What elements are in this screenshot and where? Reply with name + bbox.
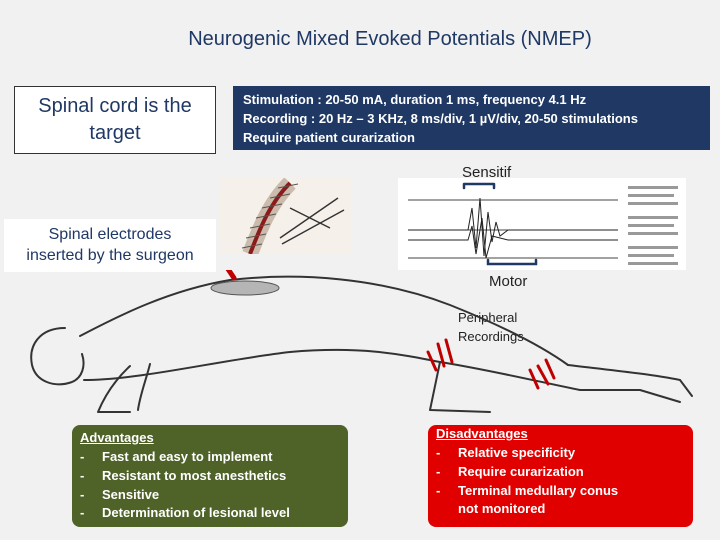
recording-params: Recording : 20 Hz – 3 KHz, 8 ms/div, 1 µ… bbox=[243, 110, 638, 126]
advantage-item: -Sensitive bbox=[80, 486, 340, 505]
disadvantages-heading: Disadvantages bbox=[436, 426, 528, 441]
electrodes-line-2: inserted by the surgeon bbox=[26, 246, 194, 264]
disadvantage-item: -Terminal medullary conus bbox=[436, 482, 685, 501]
target-line-1: Spinal cord is the bbox=[38, 95, 192, 117]
advantages-box: Advantages -Fast and easy to implement -… bbox=[72, 425, 348, 527]
parameters-box: Stimulation : 20-50 mA, duration 1 ms, f… bbox=[233, 86, 710, 150]
target-box: Spinal cord is the target bbox=[14, 86, 216, 154]
sensitif-label: Sensitif bbox=[462, 164, 512, 181]
advantages-heading: Advantages bbox=[80, 430, 154, 445]
stimulation-params: Stimulation : 20-50 mA, duration 1 ms, f… bbox=[243, 92, 587, 107]
page-title: Neurogenic Mixed Evoked Potentials (NMEP… bbox=[188, 28, 592, 50]
disadvantage-item: -Require curarization bbox=[436, 463, 685, 482]
spine-anatomy-illustration bbox=[220, 178, 352, 254]
advantage-item: -Resistant to most anesthetics bbox=[80, 467, 340, 486]
advantage-text: Sensitive bbox=[102, 486, 160, 502]
advantage-text: Resistant to most anesthetics bbox=[102, 467, 287, 483]
advantage-item: -Fast and easy to implement bbox=[80, 448, 340, 467]
electrodes-line-1: Spinal electrodes bbox=[48, 225, 172, 243]
disadvantages-box: Disadvantages -Relative specificity -Req… bbox=[428, 425, 693, 527]
target-line-2: target bbox=[89, 122, 141, 144]
advantage-text: Fast and easy to implement bbox=[102, 448, 273, 464]
disadvantage-item: -Relative specificity bbox=[436, 444, 685, 463]
disadvantage-text: Terminal medullary conus bbox=[458, 482, 619, 498]
evoked-potential-recording bbox=[398, 178, 686, 270]
advantage-item: -Determination of lesional level bbox=[80, 504, 340, 523]
peripheral-line-2: Recordings bbox=[458, 328, 524, 344]
advantage-text: Determination of lesional level bbox=[102, 505, 290, 521]
curarization-note: Require patient curarization bbox=[243, 129, 415, 145]
disadvantage-text: not monitored bbox=[458, 501, 546, 517]
disadvantage-text: Require curarization bbox=[458, 463, 584, 479]
disadvantage-text: Relative specificity bbox=[458, 444, 576, 460]
disadvantage-item-continuation: not monitored bbox=[436, 500, 685, 519]
patient-figure-illustration bbox=[30, 270, 693, 413]
motor-label: Motor bbox=[489, 273, 528, 290]
electrodes-box: Spinal electrodes inserted by the surgeo… bbox=[4, 219, 216, 272]
